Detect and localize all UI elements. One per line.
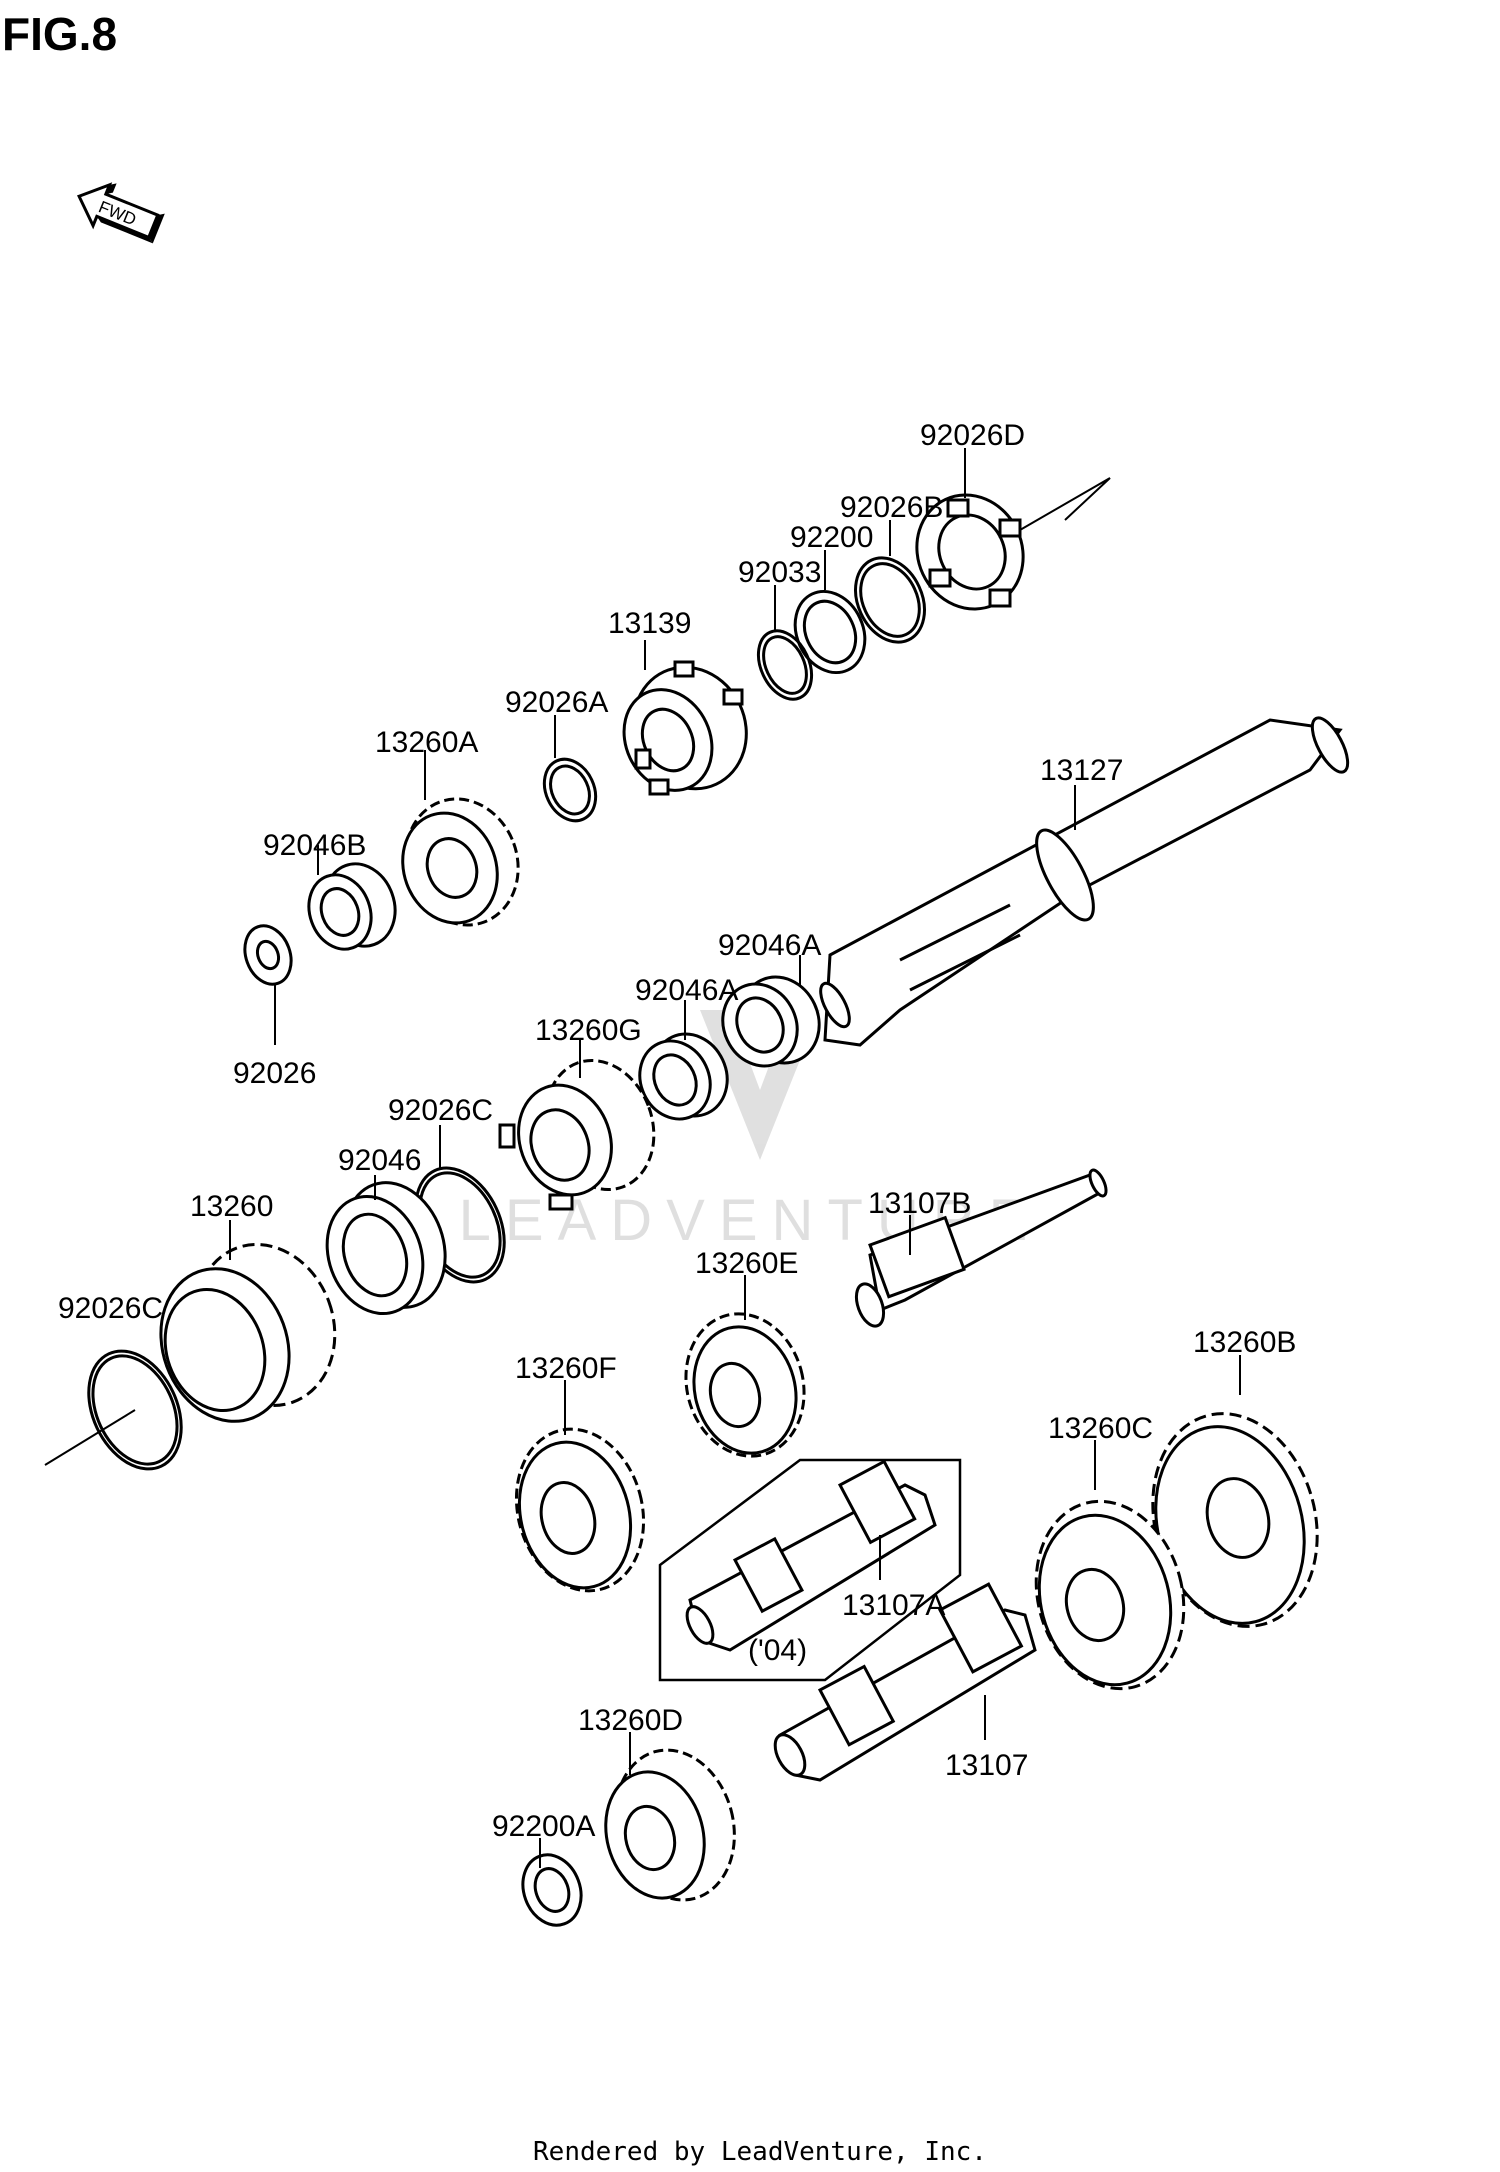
part-13260F-gear[interactable] xyxy=(499,1415,661,1606)
label-13107: 13107 xyxy=(945,1749,1028,1782)
leader-lines xyxy=(229,448,1241,1868)
label-92200: 92200 xyxy=(790,521,873,554)
part-13260B-gear[interactable] xyxy=(1130,1395,1340,1645)
label-92026A: 92026A xyxy=(505,686,608,719)
label-92026D: 92026D xyxy=(920,419,1025,452)
part-13260G-gear[interactable] xyxy=(498,1045,671,1211)
label-04: ('04) xyxy=(748,1634,807,1667)
label-92026: 92026 xyxy=(233,1057,316,1090)
part-13107B-shaft[interactable] xyxy=(851,1168,1109,1330)
part-13260C-gear[interactable] xyxy=(1016,1485,1204,1706)
footer-credit: Rendered by LeadVenture, Inc. xyxy=(533,2137,987,2167)
fwd-arrow-icon: FWD xyxy=(77,182,165,244)
part-13260A-gear[interactable] xyxy=(388,783,536,941)
direction-lines xyxy=(44,477,1111,1466)
label-13107A: 13107A xyxy=(842,1589,945,1622)
label-13260B: 13260B xyxy=(1193,1326,1296,1359)
part-92026D-lock-washer[interactable] xyxy=(898,477,1041,626)
label-92033: 92033 xyxy=(738,556,821,589)
part-13107A-box xyxy=(658,1458,962,1682)
part-13139-dog-gear[interactable] xyxy=(608,649,766,808)
label-13260F: 13260F xyxy=(515,1352,617,1385)
label-13107B: 13107B xyxy=(868,1187,971,1220)
figure-title: FIG.8 xyxy=(2,8,117,60)
label-92046B: 92046B xyxy=(263,829,366,862)
label-13260E: 13260E xyxy=(695,1247,798,1280)
part-13260E-gear[interactable] xyxy=(670,1300,819,1469)
part-92046A-bearing-1[interactable] xyxy=(710,964,833,1078)
part-13260D-gear[interactable] xyxy=(592,1737,751,1914)
part-92046-bearing[interactable] xyxy=(311,1168,462,1327)
part-92026C-ring-2[interactable] xyxy=(71,1336,200,1484)
label-92046: 92046 xyxy=(338,1144,421,1177)
part-92046B-bearing[interactable] xyxy=(299,854,407,958)
label-13139: 13139 xyxy=(608,607,691,640)
label-13260A: 13260A xyxy=(375,726,478,759)
part-92046A-bearing-2[interactable] xyxy=(627,1022,740,1131)
part-13260-gear[interactable] xyxy=(140,1225,357,1440)
label-13260G: 13260G xyxy=(535,1014,642,1047)
label-13260C: 13260C xyxy=(1048,1412,1153,1445)
label-13260: 13260 xyxy=(190,1190,273,1223)
label-92046A-1: 92046A xyxy=(718,929,821,962)
part-13107-shaft[interactable] xyxy=(769,1582,1037,1782)
label-13127: 13127 xyxy=(1040,754,1123,787)
label-92026C-1: 92026C xyxy=(388,1094,493,1127)
part-13107A-shaft[interactable] xyxy=(682,1459,937,1652)
label-92046A-2: 92046A xyxy=(635,974,738,1007)
part-92033-circlip[interactable] xyxy=(748,622,822,708)
part-92026B-washer[interactable] xyxy=(842,547,937,654)
label-92026B: 92026B xyxy=(840,491,943,524)
part-13127-shaft[interactable] xyxy=(815,713,1355,1047)
part-92200-collar[interactable] xyxy=(782,580,877,684)
part-92026-washer[interactable] xyxy=(237,919,299,990)
part-92200A-washer[interactable] xyxy=(513,1847,590,1934)
label-13260D: 13260D xyxy=(578,1704,683,1737)
label-92026C-2: 92026C xyxy=(58,1292,163,1325)
part-92026A-washer[interactable] xyxy=(535,751,606,829)
label-92200A: 92200A xyxy=(492,1810,595,1843)
